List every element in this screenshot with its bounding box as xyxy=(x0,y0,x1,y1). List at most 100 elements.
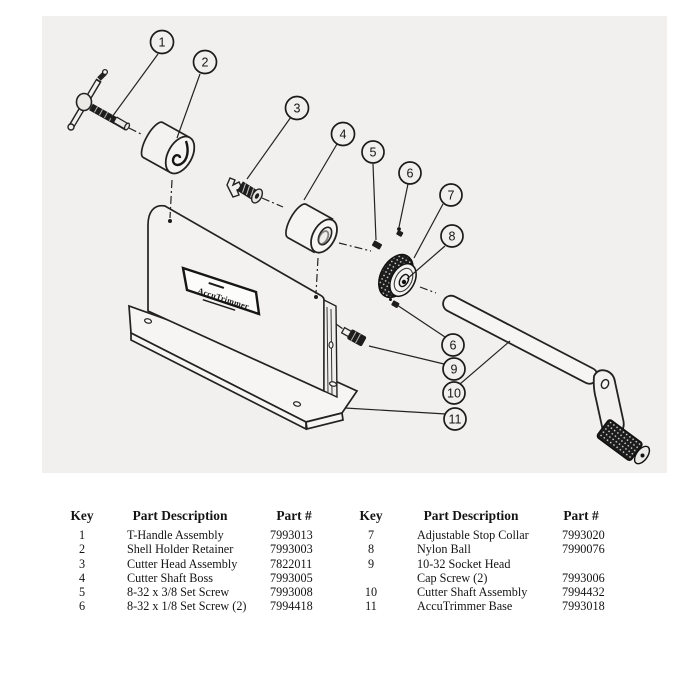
retainer-slot xyxy=(171,140,189,167)
cell-desc: 10-32 Socket Head xyxy=(417,556,511,571)
svg-text:6: 6 xyxy=(407,167,414,181)
cell-key: 6 xyxy=(78,599,86,614)
cell-part: 7993006 xyxy=(562,570,605,585)
svg-text:1: 1 xyxy=(159,36,166,50)
svg-text:9: 9 xyxy=(451,363,458,377)
web-screw-hole xyxy=(328,341,334,349)
cutter-shaft-assembly-drawing xyxy=(442,294,651,465)
cell-key: 3 xyxy=(78,556,86,571)
table-row: 6 8-32 x 1/8 Set Screw (2) 7994418 xyxy=(58,599,334,613)
cell-desc: Adjustable Stop Collar xyxy=(417,528,529,542)
plate-script-mark xyxy=(208,282,225,289)
cell-key: 5 xyxy=(78,585,86,600)
cell-part: 7993013 xyxy=(270,528,313,542)
crank-pivot-hole xyxy=(600,378,610,390)
callout-8: 8 xyxy=(440,224,464,248)
cell-desc: 8-32 x 3/8 Set Screw xyxy=(127,585,230,600)
set-screw-6-bottom-tip xyxy=(389,298,392,301)
scan-background xyxy=(42,16,667,473)
svg-text:10: 10 xyxy=(447,387,461,401)
cap-screw-drawing xyxy=(340,326,367,347)
set-screw-6-top-body xyxy=(396,230,404,237)
callout-10: 10 xyxy=(442,381,466,405)
handle-hub xyxy=(75,92,93,112)
col-header-part: Part # xyxy=(563,508,599,523)
svg-text:2: 2 xyxy=(202,56,209,70)
cell-part: 7994418 xyxy=(270,599,313,614)
callout-leader-lines xyxy=(111,53,511,415)
callout-balloons: 1 2 3 4 5 6 7 8 xyxy=(149,29,467,431)
col-header-desc: Part Description xyxy=(132,508,228,523)
plate-underline xyxy=(202,299,236,311)
nylon-ball xyxy=(401,279,407,285)
cell-part: 7993018 xyxy=(562,599,605,614)
callout-7: 7 xyxy=(439,183,463,207)
callout-6-top: 6 xyxy=(398,161,422,185)
stop-collar-drawing xyxy=(378,253,417,299)
svg-text:3: 3 xyxy=(294,102,301,116)
cell-part: 7822011 xyxy=(270,556,313,571)
cell-desc: Cap Screw (2) xyxy=(417,570,488,585)
svg-text:11: 11 xyxy=(449,413,462,427)
table-row: 2 Shell Holder Retainer 7993003 xyxy=(58,542,334,556)
set-screw-6-top xyxy=(397,227,401,231)
table-row: 9 10-32 Socket Head xyxy=(346,557,622,571)
svg-text:5: 5 xyxy=(370,146,377,160)
table-row: 11 AccuTrimmer Base 7993018 xyxy=(346,599,622,613)
leader-dot xyxy=(110,115,114,119)
cell-key: 2 xyxy=(78,542,86,557)
base-flange-right-edge xyxy=(305,411,344,431)
cell-key: 9 xyxy=(367,556,375,571)
table-row: Cap Screw (2) 7993006 xyxy=(346,571,622,585)
svg-text:7: 7 xyxy=(448,189,455,203)
svg-text:6: 6 xyxy=(450,339,457,353)
callout-1: 1 xyxy=(149,29,175,55)
shaft-tip xyxy=(123,122,131,131)
cutter-head-assembly-drawing xyxy=(226,177,264,204)
callout-6-bottom: 6 xyxy=(441,333,465,357)
svg-text:8: 8 xyxy=(449,230,456,244)
base-flange-front-edge xyxy=(130,331,307,431)
cap-screw-head xyxy=(347,329,367,347)
cell-key: 11 xyxy=(365,599,377,614)
col-header-key: Key xyxy=(70,508,94,523)
handle-end-cap xyxy=(101,68,109,76)
cell-part: 7993020 xyxy=(562,528,605,542)
callout-3: 3 xyxy=(284,95,310,121)
axis-centerlines xyxy=(128,127,437,330)
alignment-dot xyxy=(168,219,172,223)
callout-5: 5 xyxy=(361,140,385,164)
cell-desc: AccuTrimmer Base xyxy=(417,599,513,614)
mount-hole xyxy=(292,401,302,407)
cell-desc: Cutter Shaft Assembly xyxy=(417,585,528,600)
cell-desc: T-Handle Assembly xyxy=(127,528,224,542)
cell-key: 4 xyxy=(78,570,86,585)
cell-desc: 8-32 x 1/8 Set Screw (2) xyxy=(127,599,247,614)
svg-text:4: 4 xyxy=(340,128,347,142)
cell-desc: Cutter Head Assembly xyxy=(127,556,238,571)
col-header-desc: Part Description xyxy=(423,508,519,523)
mount-hole xyxy=(143,318,153,324)
set-screw-6-bottom xyxy=(391,300,400,308)
callout-9: 9 xyxy=(442,357,466,381)
table-row: 1 T-Handle Assembly 7993013 xyxy=(58,528,334,542)
table-row: 3 Cutter Head Assembly 7822011 xyxy=(58,557,334,571)
cutter-shaft-boss-drawing xyxy=(285,203,338,254)
cell-part: 7994432 xyxy=(562,585,605,600)
set-screw-5 xyxy=(371,240,383,250)
alignment-dot xyxy=(314,295,318,299)
cell-desc: Shell Holder Retainer xyxy=(127,542,234,557)
cell-part: 7993003 xyxy=(270,542,313,557)
cell-key: 1 xyxy=(78,528,86,542)
cell-part: 7993008 xyxy=(270,585,313,600)
cell-desc: Cutter Shaft Boss xyxy=(127,570,213,585)
